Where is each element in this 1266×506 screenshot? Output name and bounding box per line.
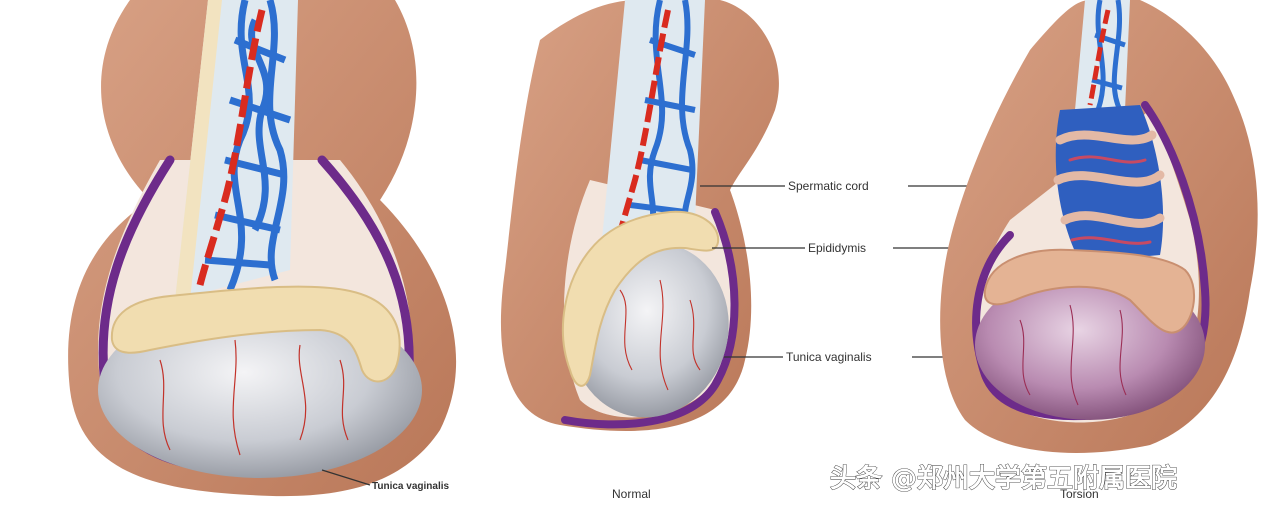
left-testis-vessels — [159, 339, 349, 456]
left-epididymis — [110, 285, 401, 383]
label-tunica-vaginalis-left: Tunica vaginalis — [372, 481, 449, 492]
left-testicular-artery — [196, 9, 266, 286]
right-testis-vessels — [1019, 304, 1127, 406]
left-testis — [98, 302, 422, 478]
center-epididymis — [561, 210, 720, 387]
right-twist-bands — [1053, 130, 1165, 245]
center-panel: Spermatic cord Epididymis Tunica vaginal… — [500, 0, 1058, 501]
center-veins — [629, 0, 696, 242]
left-panel: Tunica vaginalis — [68, 0, 457, 497]
watermark-text: 头条 @郑州大学第五附属医院 — [830, 463, 1177, 494]
label-spermatic-cord: Spermatic cord — [788, 179, 869, 193]
center-testicular-artery — [615, 9, 671, 241]
right-epididymis — [983, 248, 1196, 334]
label-torsion: Torsion — [1060, 487, 1099, 501]
left-tunica-leader — [321, 469, 371, 486]
center-spermatic-cord — [600, 0, 705, 260]
right-testicular-artery-upper — [1087, 9, 1111, 106]
center-testis-vessels — [619, 279, 701, 391]
label-normal: Normal — [612, 487, 651, 501]
right-panel: Torsion — [940, 0, 1258, 501]
label-epididymis: Epididymis — [808, 241, 866, 255]
left-cord-sheath — [175, 0, 222, 300]
label-tunica-vaginalis-center: Tunica vaginalis — [786, 350, 872, 364]
center-tunica-vaginalis — [561, 208, 739, 429]
